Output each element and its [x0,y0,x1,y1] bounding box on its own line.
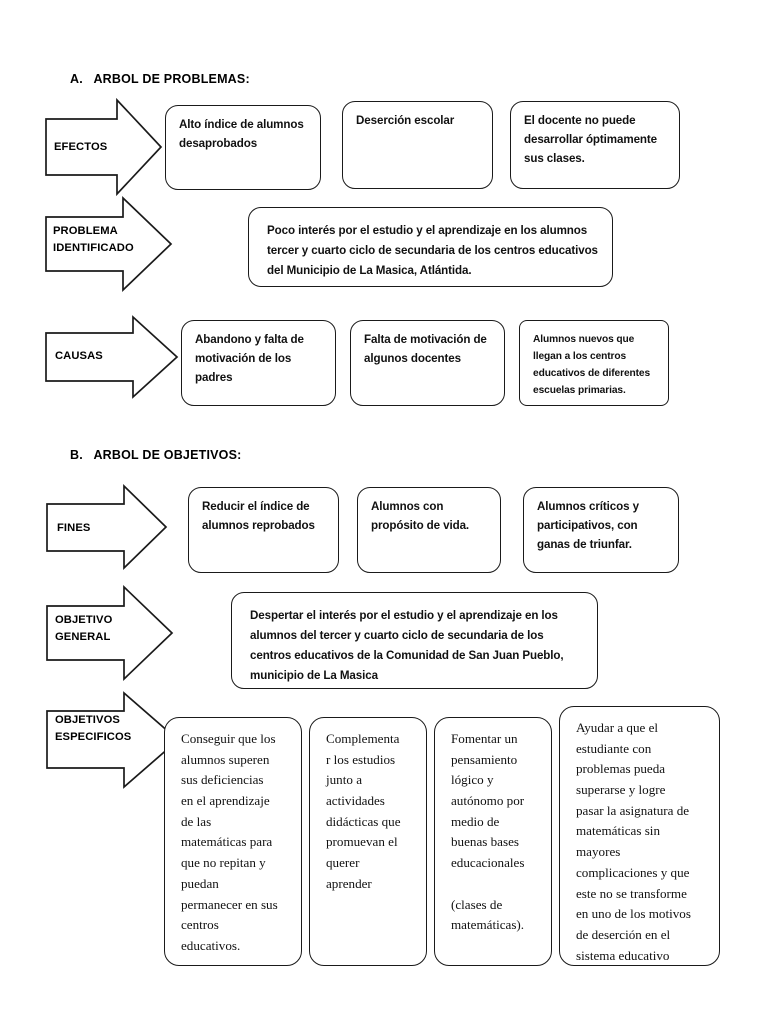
box-objetivo-general: Despertar el interés por el estudio y el… [231,592,598,689]
box-fin-1: Reducir el índice de alumnos reprobados [188,487,339,573]
box-causa-2: Falta de motivación de algunos docentes [350,320,505,406]
box-fin-2: Alumnos con propósito de vida. [357,487,501,573]
arrow-causas: CAUSAS [45,315,179,399]
arrow-label-efectos: EFECTOS [54,141,108,153]
box-causa-3: Alumnos nuevos que llegan a los centros … [519,320,669,406]
box-problema-identificado: Poco interés por el estudio y el aprendi… [248,207,613,287]
box-objetivo-especifico-4: Ayudar a que el estudiante con problemas… [559,706,720,966]
box-causa-1-text: Abandono y falta de motivación de los pa… [195,333,304,384]
box-causa-1: Abandono y falta de motivación de los pa… [181,320,336,406]
box-objetivo-especifico-4-text: Ayudar a que el estudiante con problemas… [576,720,691,963]
box-objetivo-especifico-3: Fomentar un pensamiento lógico y autónom… [434,717,552,966]
box-objetivo-general-text: Despertar el interés por el estudio y el… [250,609,564,682]
section-title-arbol-problemas: A. ARBOL DE PROBLEMAS: [70,72,250,86]
arrow-label-objetivo-general: OBJETIVO GENERAL [55,614,113,644]
box-efecto-3: El docente no puede desarrollar óptimame… [510,101,680,189]
box-efecto-1: Alto índice de alumnos desaprobados [165,105,321,190]
arrow-objetivo-general: OBJETIVO GENERAL [46,585,174,681]
box-objetivo-especifico-2: Complementa r los estudios junto a activ… [309,717,427,966]
arrow-efectos: EFECTOS [45,97,163,197]
box-fin-1-text: Reducir el índice de alumnos reprobados [202,500,315,532]
box-efecto-2-text: Deserción escolar [356,114,455,127]
box-efecto-1-text: Alto índice de alumnos desaprobados [179,118,304,150]
box-efecto-3-text: El docente no puede desarrollar óptimame… [524,114,658,165]
box-causa-3-text: Alumnos nuevos que llegan a los centros … [533,334,651,397]
arrow-label-causas: CAUSAS [55,350,103,362]
arrow-label-fines: FINES [57,522,91,534]
box-objetivo-especifico-1: Conseguir que los alumnos superen sus de… [164,717,302,966]
box-fin-3-text: Alumnos críticos y participativos, con g… [537,500,639,551]
arrow-fines: FINES [46,483,168,571]
box-problema-identificado-text: Poco interés por el estudio y el aprendi… [267,224,598,277]
box-efecto-2: Deserción escolar [342,101,493,189]
arrow-problema-identificado: PROBLEMA IDENTIFICADO [45,196,173,292]
box-fin-2-text: Alumnos con propósito de vida. [371,500,470,532]
arrow-objetivos-especificos: OBJETIVOS ESPECIFICOS [46,691,180,789]
box-objetivo-especifico-3-text: Fomentar un pensamiento lógico y autónom… [451,731,525,933]
arrow-label-objetivos-especificos: OBJETIVOS ESPECIFICOS [55,714,132,744]
box-objetivo-especifico-2-text: Complementa r los estudios junto a activ… [326,731,401,891]
box-causa-2-text: Falta de motivación de algunos docentes [364,333,487,365]
arrow-label-problema-identificado: PROBLEMA IDENTIFICADO [53,225,134,255]
box-fin-3: Alumnos críticos y participativos, con g… [523,487,679,573]
box-objetivo-especifico-1-text: Conseguir que los alumnos superen sus de… [181,731,278,953]
section-title-arbol-objetivos: B. ARBOL DE OBJETIVOS: [70,448,242,462]
